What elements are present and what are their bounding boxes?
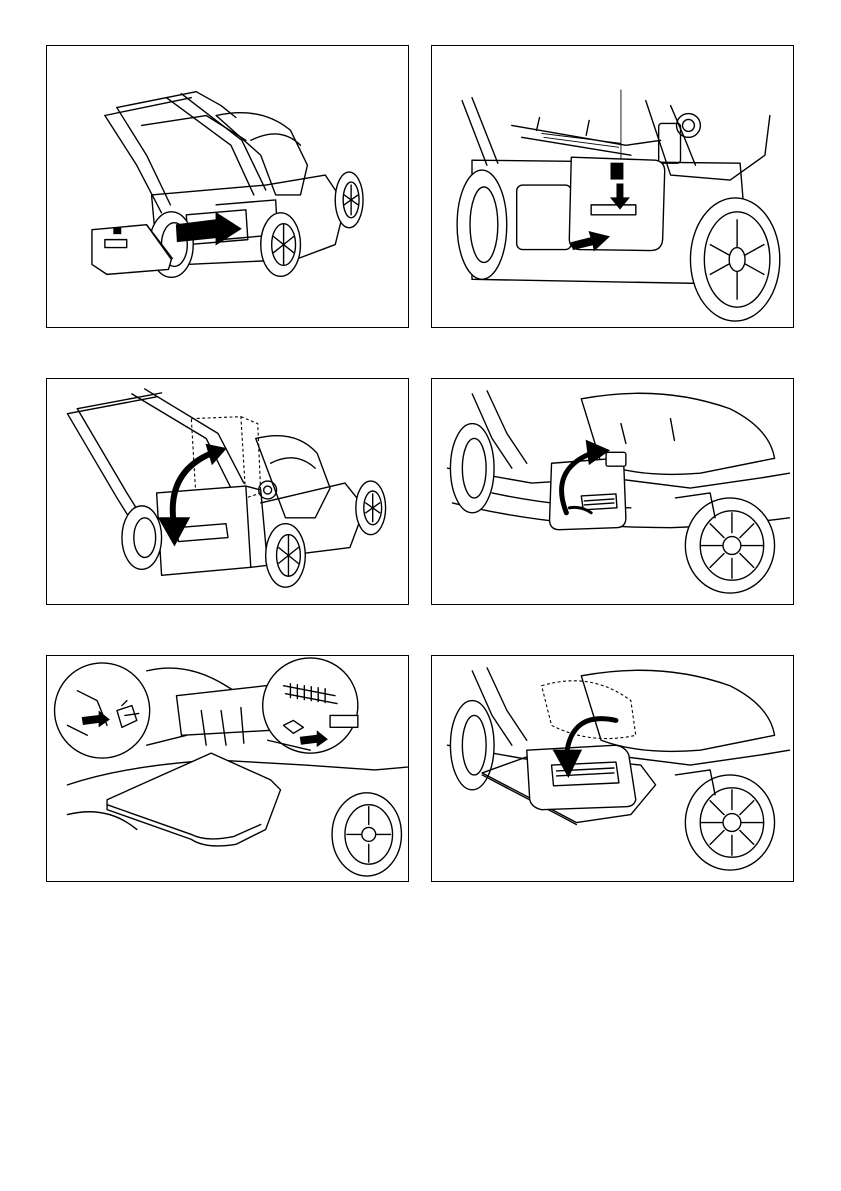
figure-lift-mulching-plug (431, 378, 794, 605)
figure-rear-flap-latch (431, 45, 794, 328)
grass-box-tilt-illustration (47, 379, 408, 604)
figure-attach-grass-bag (46, 45, 409, 328)
figure-tilt-grass-box (46, 378, 409, 605)
mulching-plug-lift-illustration (432, 379, 793, 604)
rear-flap-latch-illustration (432, 46, 793, 327)
side-discharge-chute-spring-illustration (47, 656, 408, 881)
side-cover-close-illustration (432, 656, 793, 881)
figure-close-side-cover (431, 655, 794, 882)
grass-bag-attach-illustration (47, 46, 408, 327)
figure-side-discharge-chute (46, 655, 409, 882)
